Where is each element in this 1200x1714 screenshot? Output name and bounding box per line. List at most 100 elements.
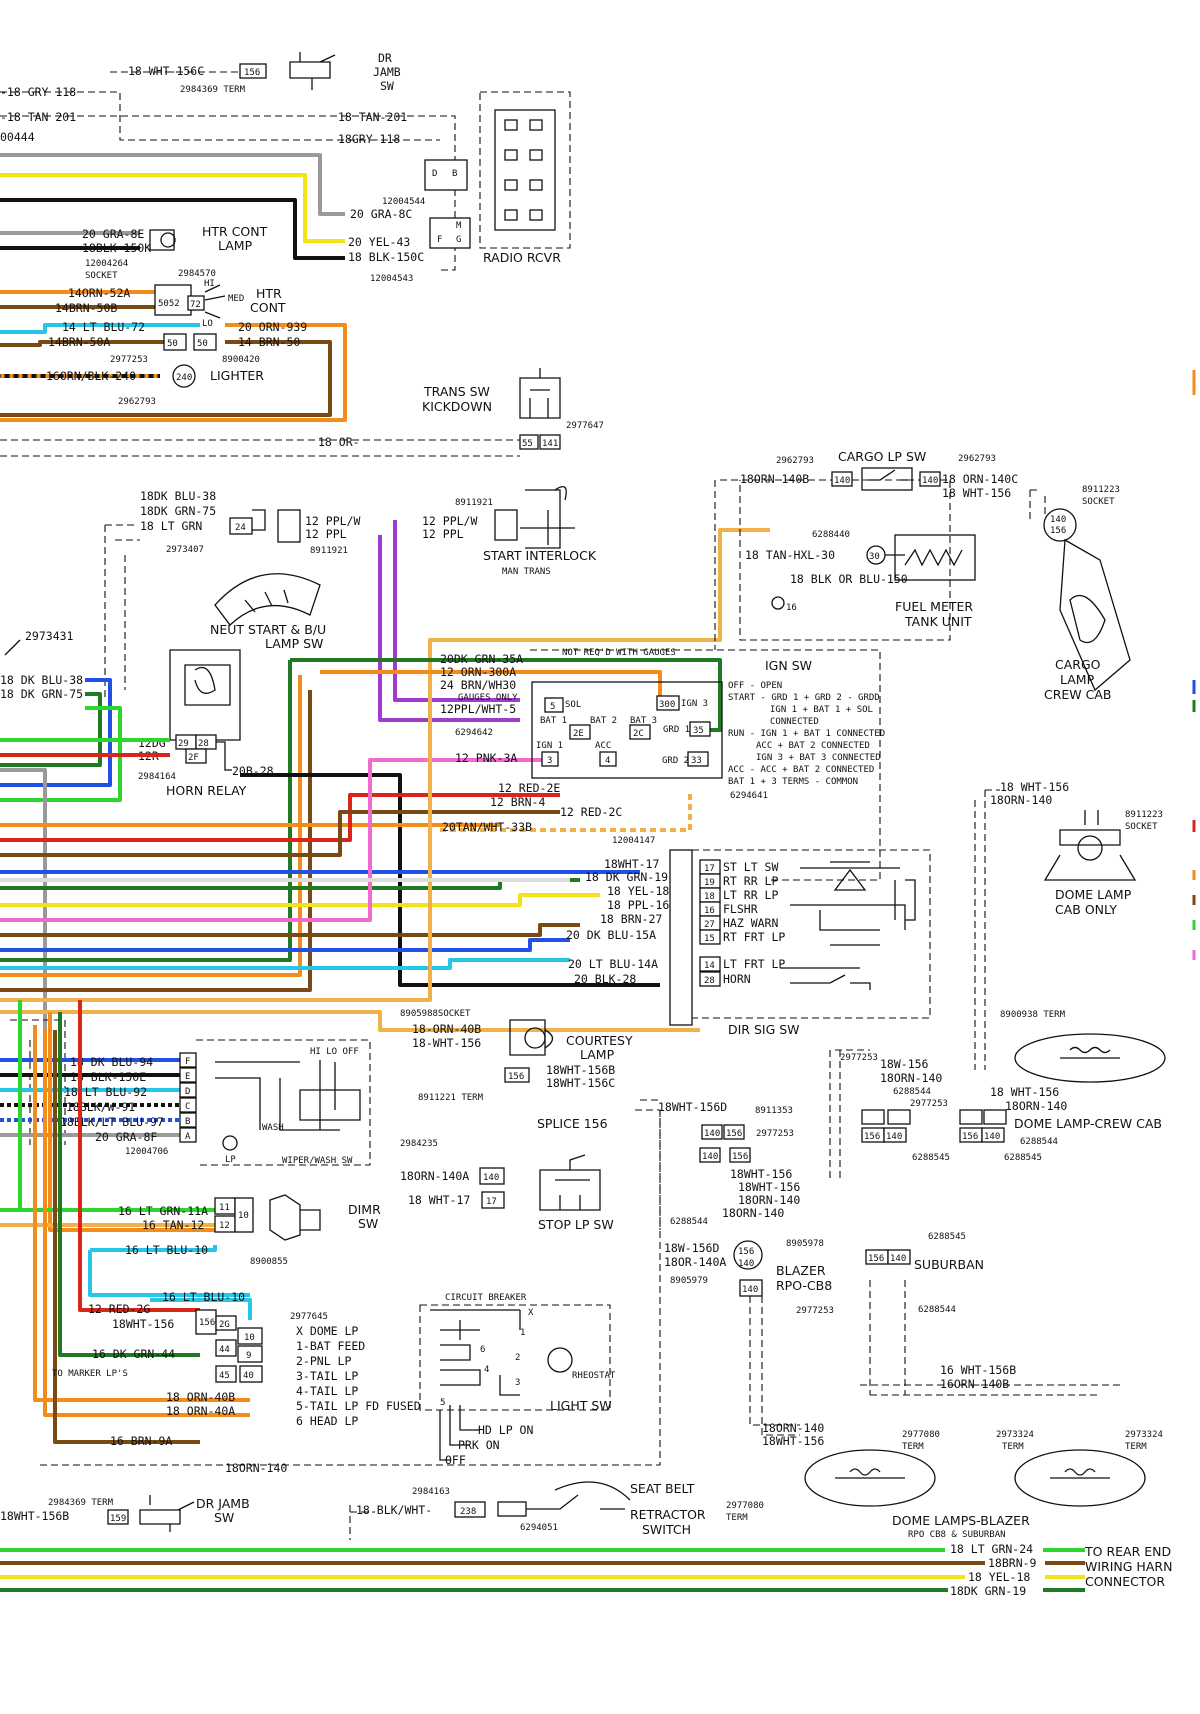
label-wiper-wash-sw: WIPER/WASH SW [282,1156,353,1166]
light-switch-body: CIRCUIT BREAKER X 1 2 6 4 3 5 RHEOSTAT [419,1293,616,1411]
label-18dkgrn19-bottom: 18DK GRN-19 [950,1584,1026,1598]
blazer-connector: 18W-156D 18OR-140A 156 140 8905978 89059… [664,1239,834,1436]
label-wiper-pins-3: C [185,1102,190,1112]
label-18wht156c: 18 WHT-156C [128,64,204,78]
label-dimmer-t-10: 10 [238,1211,249,1221]
cargo-section: 2962793 CARGO LP SW 2962793 18ORN-140B 1… [714,449,1163,1070]
label-18blkwht: 18 BLK/WHT- [356,1503,432,1517]
label-courtesy: COURTESY [566,1033,633,1048]
label-lo: LO [202,319,213,329]
label-18brn9-bottom: 18BRN-9 [988,1556,1037,1570]
label-kickdown: KICKDOWN [422,399,492,414]
htr-cont-connector: 5052 72 [154,284,226,319]
label-20gra8c: 20 GRA-8C [350,207,412,221]
label-socket-b: SOCKET [1125,822,1158,832]
label-med: MED [228,294,244,304]
label-lighter: LIGHTER [210,368,264,383]
label-light-sw-t-45: 45 [219,1371,230,1381]
label-dir-sig-labels-5: RT FRT LP [723,930,785,944]
label-hi-lo-off: HI LO OFF [310,1047,359,1057]
label-18gry118b: 18GRY-118 [338,132,400,146]
trans-kickdown-switch [519,368,561,419]
label-18ltgrn: 18 LT GRN [140,519,202,533]
label-rpo-cb8-suburban: RPO CB8 & SUBURBAN [908,1530,1006,1540]
label-18orn140-dome: 18ORN-140 [990,793,1052,807]
label-2973431: 2973431 [25,629,74,643]
label-mid-left-t-24: 24 [235,523,246,533]
label-20ltblu14a: 20 LT BLU-14A [568,957,658,971]
neut-start-switch [214,573,321,626]
label-16ltgrn11a: 16 LT GRN-11A [118,1204,208,1218]
label-8905979: 8905979 [670,1276,708,1286]
label-dir-sig-pins-4: 27 [704,920,715,930]
label-courtesy-t-156c: 156 [732,1152,748,1162]
label-6288545-a: 6288545 [912,1153,950,1163]
label-18dkgrn75b: 18 DK GRN-75 [0,687,83,701]
label-top-left-t-141: 141 [542,439,558,449]
label-mid-left-t-2f: 2F [188,753,199,763]
label-18wht156: 18 WHT-156 [942,486,1011,500]
label-radio-rcvr: RADIO RCVR [483,250,561,265]
label-term-c: TERM [1002,1442,1024,1452]
label-12brn4: 12 BRN-4 [490,795,545,809]
svg-text:F: F [437,235,442,245]
label-htr-lamp: LAMP [218,238,253,253]
label-light-sw-nums-1: 1 [520,1328,525,1338]
label-18ltgrn24-bottom: 18 LT GRN-24 [950,1542,1033,1556]
label-light-sw-legend-0: X DOME LP [296,1324,358,1338]
label-connector: CONNECTOR [1085,1574,1165,1589]
label-dimr-sw: SW [358,1216,378,1231]
svg-text:B: B [452,169,457,179]
label-dir-sig-labels-0: ST LT SW [723,860,778,874]
radio-receiver [479,91,571,249]
label-ign-legend-7: ACC - ACC + BAT 2 CONNECTED [728,765,874,775]
label-12004706: 12004706 [125,1147,168,1157]
label-dome-lamps-blazer: DOME LAMPS-BLAZER [892,1513,1030,1528]
label-ign-t-acc: ACC [595,741,611,751]
label-dr-jamb-b: DR JAMB [196,1496,250,1511]
label-courtesy-t-156b: 156 [726,1129,742,1139]
label-ign-t-4: 4 [605,756,610,766]
label-18orn140-d: 18ORN-140 [880,1071,942,1085]
label-light-sw-t-40: 40 [243,1371,254,1381]
label-12red2c: 12 RED-2C [560,805,622,819]
label-light-sw-nums-4: 4 [484,1365,489,1375]
dome-lamp-oval-blazer-left [804,1449,936,1507]
label-2984164: 2984164 [138,772,176,782]
label-ign-t-2c: 2C [633,729,644,739]
label-12pplw-b: 12 PPL/W [422,514,477,528]
label-dir-sig-labels-4: HAZ WARN [723,916,778,930]
label-16ltblu10-d: 16 LT BLU-10 [125,1243,208,1257]
label-18dkblu38b: 18 DK BLU-38 [0,673,83,687]
label-bottom-t-159: 159 [110,1514,126,1524]
label-prk-on: PRK ON [458,1438,500,1452]
label-18orn140-e: 18ORN-140 [1005,1099,1067,1113]
label-18w156d: 18W-156D [664,1241,719,1255]
label-dir-sig-pins-2: 18 [704,892,715,902]
label-ign-t-gnd1: GRD 1 [663,725,690,735]
label-18orn140c: 18 ORN-140C [942,472,1018,486]
label-18wht156-l: 18WHT-156 [112,1317,174,1331]
label-16dkgrn44: 16 DK GRN-44 [92,1347,175,1361]
label-courtesy-t-140c: 140 [483,1173,499,1183]
svg-text:G: G [456,235,461,245]
start-interlock-switch [494,486,575,549]
top-left-section: 18 WHT-156C 156 2984369 TERM DR JAMB SW … [0,51,604,457]
svg-text:D: D [432,169,437,179]
horn-relay: 29 28 2F [169,649,241,764]
label-12red2e: 12 RED-2E [498,781,560,795]
light-switch-section: 16 LT BLU-10 12 RED-2G 18WHT-156 156 2G … [33,1000,661,1475]
label-18wht156c-c: 18WHT-156C [546,1076,615,1090]
label-18wht156-f: 18WHT-156 [762,1434,824,1448]
label-off: OFF [445,1453,466,1467]
label-light-sw-t-10: 10 [244,1333,255,1343]
label-6294051: 6294051 [520,1523,558,1533]
label-cargo-t-30: 30 [869,552,880,562]
label-fuel-meter: FUEL METER [895,599,973,614]
label-light-sw-nums-6: 5 [440,1398,445,1408]
label-dome-right-t-140: 140 [886,1132,902,1142]
label-18ltblu92: 18 LT BLU-92 [64,1085,147,1099]
label-term-b: TERM [726,1513,748,1523]
label-cargo-t-140: 140 [834,476,850,486]
label-ign-legend-8: BAT 1 + 3 TERMS - COMMON [728,777,858,787]
